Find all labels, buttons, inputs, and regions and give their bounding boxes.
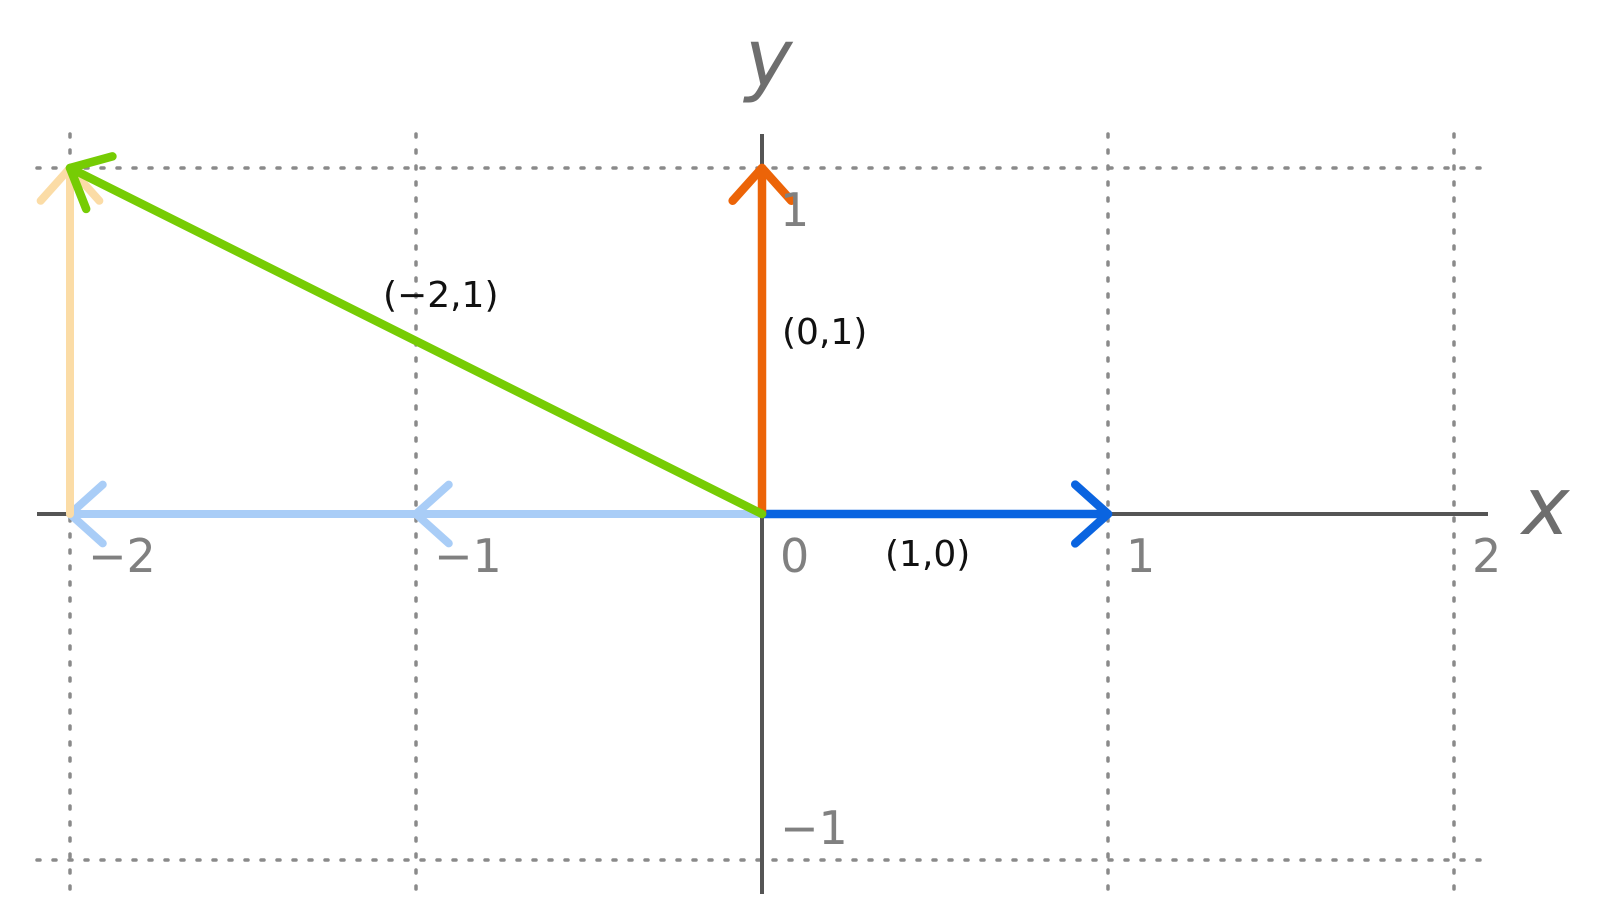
vector-v: [65, 152, 767, 519]
vector-shaft: [65, 163, 767, 519]
y-axis-title: y: [743, 12, 794, 105]
y-tick-label: −1: [780, 801, 848, 855]
vector-faded-y: [36, 164, 104, 518]
vector-faded-x-mid: [412, 480, 766, 548]
x-tick-label: 0: [780, 529, 809, 583]
x-tick-label: 1: [1126, 529, 1155, 583]
x-axis-title: x: [1519, 460, 1571, 553]
vector-arrowhead: [412, 480, 453, 548]
vectors: [36, 152, 1113, 548]
vector-arrowhead: [1070, 480, 1113, 548]
vector-e1: [757, 480, 1113, 548]
x-tick-label: 2: [1472, 529, 1501, 583]
vector-label-v: (−2,1): [383, 275, 499, 316]
x-tick-label: −2: [88, 529, 156, 583]
vector-arrowhead: [728, 163, 796, 206]
x-tick-label: −1: [434, 529, 502, 583]
labels: x y −2 −1 0 1 2 1 −1 (1,0) (0,1) (−2,1): [88, 12, 1571, 855]
vector-label-e2: (0,1): [782, 312, 867, 353]
vector-arrowhead: [65, 152, 117, 214]
y-tick-label: 1: [780, 183, 809, 237]
vector-e2: [728, 163, 796, 519]
vector-label-e1: (1,0): [885, 534, 970, 575]
